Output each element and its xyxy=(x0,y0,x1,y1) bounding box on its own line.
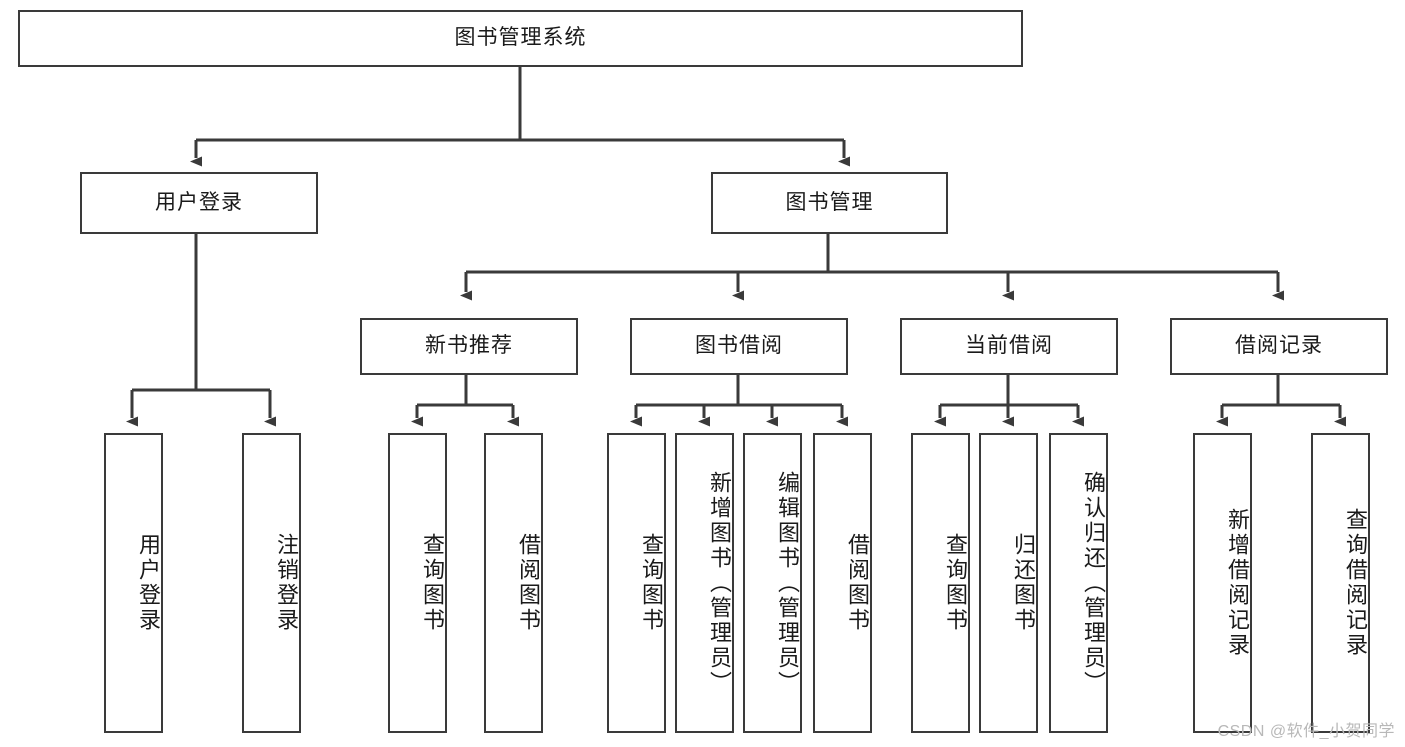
node-book-borrow[interactable]: 图书借阅 xyxy=(630,318,848,375)
leaf-confirm-return-admin[interactable]: 确认归还（管理员） xyxy=(1049,433,1108,733)
leaf-borrow-book-recommend[interactable]: 借阅图书 xyxy=(484,433,543,733)
node-user-login-module[interactable]: 用户登录 xyxy=(80,172,318,234)
node-root-system[interactable]: 图书管理系统 xyxy=(18,10,1023,67)
node-current-borrow[interactable]: 当前借阅 xyxy=(900,318,1118,375)
leaf-logout[interactable]: 注销登录 xyxy=(242,433,301,733)
node-new-book-recommendation[interactable]: 新书推荐 xyxy=(360,318,578,375)
leaf-query-book-current[interactable]: 查询图书 xyxy=(911,433,970,733)
leaf-return-book[interactable]: 归还图书 xyxy=(979,433,1038,733)
watermark-text: CSDN @软件_小贺同学 xyxy=(1217,723,1395,740)
leaf-query-book-recommend[interactable]: 查询图书 xyxy=(388,433,447,733)
leaf-edit-book-admin[interactable]: 编辑图书（管理员） xyxy=(743,433,802,733)
leaf-user-login[interactable]: 用户登录 xyxy=(104,433,163,733)
leaf-add-book-admin[interactable]: 新增图书（管理员） xyxy=(675,433,734,733)
node-borrow-record[interactable]: 借阅记录 xyxy=(1170,318,1388,375)
leaf-borrow-book[interactable]: 借阅图书 xyxy=(813,433,872,733)
node-book-management-module[interactable]: 图书管理 xyxy=(711,172,948,234)
leaf-add-borrow-record[interactable]: 新增借阅记录 xyxy=(1193,433,1252,733)
leaf-query-borrow-record[interactable]: 查询借阅记录 xyxy=(1311,433,1370,733)
leaf-query-book-borrow[interactable]: 查询图书 xyxy=(607,433,666,733)
